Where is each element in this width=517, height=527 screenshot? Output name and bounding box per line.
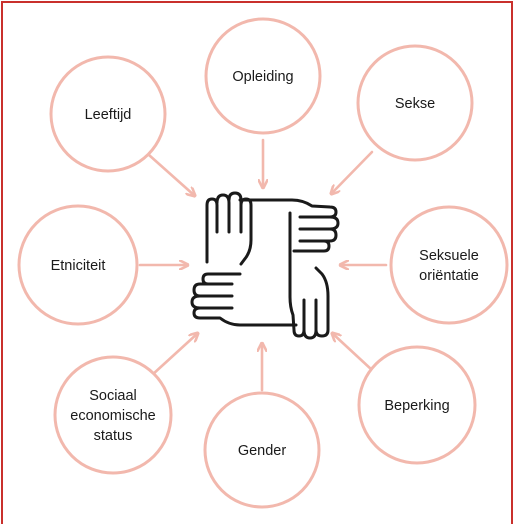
node-label: economische: [70, 408, 155, 424]
node-circle: [204, 17, 322, 135]
node-gender: Gender: [203, 391, 321, 509]
node-circle: [53, 355, 173, 475]
node-label: status: [94, 428, 133, 444]
arrow-leeftijd: [147, 153, 195, 196]
node-label: Sociaal: [89, 388, 137, 404]
node-circle: [17, 204, 139, 326]
node-label: Opleiding: [232, 69, 293, 85]
node-beperking: Beperking: [357, 345, 477, 465]
node-circle: [203, 391, 321, 509]
node-sociaal-economische-status: Sociaal economische status: [53, 355, 173, 475]
node-seksuele-orientatie: Seksuele oriëntatie: [389, 205, 509, 325]
node-label: Beperking: [384, 398, 449, 414]
node-label: Seksuele: [419, 248, 479, 264]
node-sekse: Sekse: [356, 44, 474, 162]
node-circle: [356, 44, 474, 162]
node-label: Leeftijd: [85, 107, 132, 123]
node-leeftijd: Leeftijd: [49, 55, 167, 173]
node-etniciteit: Etniciteit: [17, 204, 139, 326]
node-circle: [49, 55, 167, 173]
arrow-beperking: [332, 333, 374, 372]
node-circle: [357, 345, 477, 465]
node-opleiding: Opleiding: [204, 17, 322, 135]
arrow-sociaal-economische-status: [150, 333, 198, 377]
arrows-group: [138, 138, 388, 392]
node-label: Etniciteit: [51, 258, 106, 274]
node-label: Gender: [238, 443, 287, 459]
node-label: Sekse: [395, 96, 435, 112]
node-label: oriëntatie: [419, 268, 479, 284]
node-circle: [389, 205, 509, 325]
arrow-sekse: [331, 150, 374, 194]
interlocking-hands-icon: [190, 191, 340, 340]
